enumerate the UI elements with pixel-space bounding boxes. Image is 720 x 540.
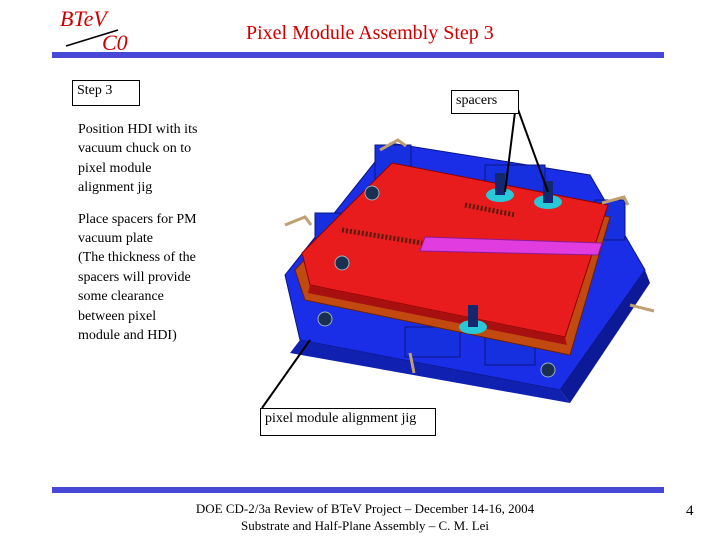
btev-logo: BTeV C0: [60, 6, 128, 55]
header-rule: [52, 52, 664, 58]
logo-text-top: BTeV: [60, 6, 109, 31]
footer-line-1: DOE CD-2/3a Review of BTeV Project – Dec…: [195, 501, 535, 516]
step-description: Position HDI with its vacuum chuck on to…: [78, 120, 228, 357]
description-para-1: Position HDI with its vacuum chuck on to…: [78, 122, 198, 196]
footer-line-2: Substrate and Half-Plane Assembly – C. M…: [240, 518, 490, 533]
clamp: [408, 352, 416, 374]
clamp: [601, 195, 630, 206]
footer-rule: [52, 487, 664, 493]
page-title: Pixel Module Assembly Step 3: [246, 22, 494, 44]
screw: [317, 311, 333, 327]
jig-callout: pixel module alignment jig: [260, 408, 436, 436]
spring: [464, 202, 516, 218]
spacers-callout: spacers: [451, 90, 519, 114]
screw: [540, 362, 556, 378]
spring: [341, 227, 423, 246]
screw: [364, 185, 380, 201]
step-label: Step 3: [72, 80, 140, 106]
clamp: [284, 215, 313, 227]
screw: [334, 255, 350, 271]
alignment-jig-figure: [284, 138, 655, 403]
hdi-strip: [419, 236, 603, 256]
page-number: 4: [686, 503, 694, 519]
footer: DOE CD-2/3a Review of BTeV Project – Dec…: [160, 500, 570, 534]
clamp: [629, 303, 655, 313]
clamp: [379, 138, 407, 152]
jig-block: [404, 326, 461, 358]
description-para-2: Place spacers for PM vacuum plate (The t…: [78, 211, 197, 344]
